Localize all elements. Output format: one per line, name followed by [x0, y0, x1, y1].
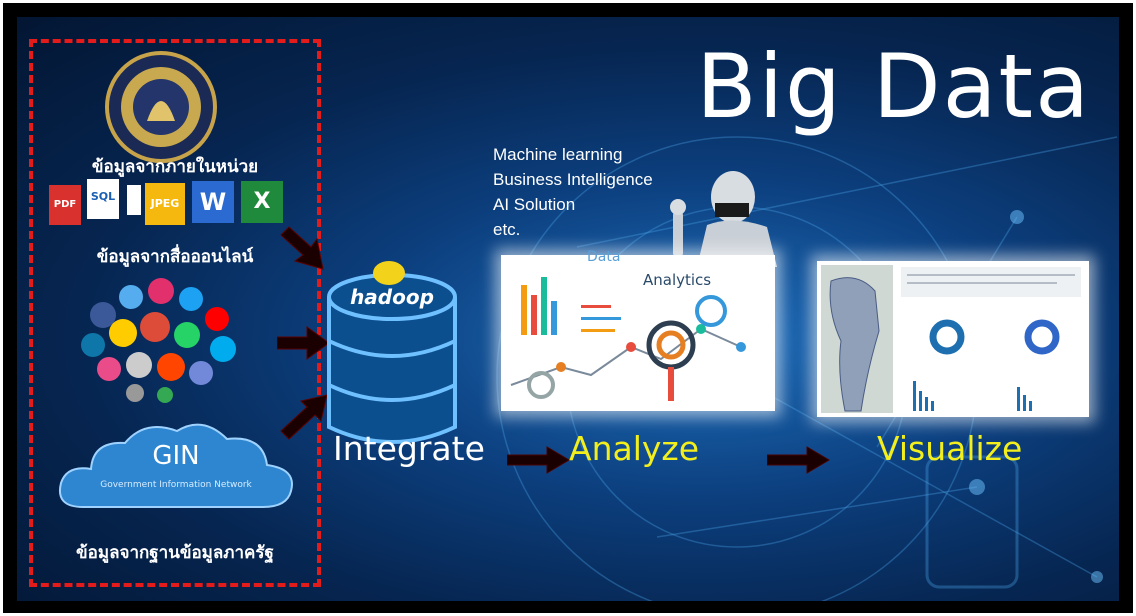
document-icon	[127, 185, 141, 215]
technique-item: AI Solution	[493, 195, 576, 214]
dashboard-illustration	[821, 265, 1081, 413]
government-data-label: ข้อมูลจากฐานข้อมูลภาครัฐ	[76, 543, 274, 563]
data-sources-box	[29, 39, 321, 587]
gin-cloud-icon	[59, 423, 293, 508]
hadoop-database-icon	[327, 261, 457, 444]
arrow-icon	[277, 326, 330, 360]
internal-data-label: ข้อมูลจากภายในหน่วย	[91, 157, 259, 177]
big-data-diagram: Big Data ข้อมูลจากภายในหน่วย PDF SQL JPE…	[17, 17, 1119, 601]
arrow-right-icon	[767, 446, 830, 474]
technique-item: etc.	[493, 220, 521, 239]
dashboard-panel	[817, 261, 1089, 417]
technique-item: Business Intelligence	[493, 170, 653, 189]
gin-name-label: Government Information Network	[100, 480, 252, 490]
source-arrows	[277, 226, 330, 440]
visualize-stage-label: Visualize	[877, 429, 1023, 468]
analytics-panel: Data Analytics	[501, 249, 775, 411]
analytics-panel-title: Analytics	[643, 271, 712, 289]
hadoop-label: hadoop	[350, 285, 434, 309]
image-frame: Big Data ข้อมูลจากภายในหน่วย PDF SQL JPE…	[3, 3, 1133, 613]
techniques-list: Machine learning Business Intelligence A…	[493, 142, 653, 242]
arrow-icon	[280, 394, 328, 440]
arrow-icon	[280, 226, 324, 270]
analytics-panel-title-top: Data	[587, 249, 621, 265]
analyze-stage-label: Analyze	[569, 429, 700, 468]
jpeg-icon: JPEG	[145, 183, 185, 225]
technique-item: Machine learning	[493, 145, 623, 164]
gin-abbr-label: GIN	[152, 441, 200, 471]
agency-seal-logo	[105, 51, 217, 163]
integrate-stage-label: Integrate	[333, 429, 485, 468]
pdf-icon: PDF	[49, 185, 81, 225]
page-title: Big Data	[696, 35, 1091, 138]
arrow-right-icon	[507, 446, 570, 474]
analytics-illustration	[510, 277, 746, 401]
online-data-label: ข้อมูลจากสื่อออนไลน์	[96, 247, 254, 267]
file-type-icons: PDF SQL JPEG W X	[47, 177, 303, 225]
sql-icon: SQL	[87, 179, 119, 219]
social-media-icons	[81, 278, 236, 403]
word-icon: W	[192, 181, 234, 223]
robot-image	[670, 171, 777, 267]
excel-icon: X	[241, 181, 283, 223]
